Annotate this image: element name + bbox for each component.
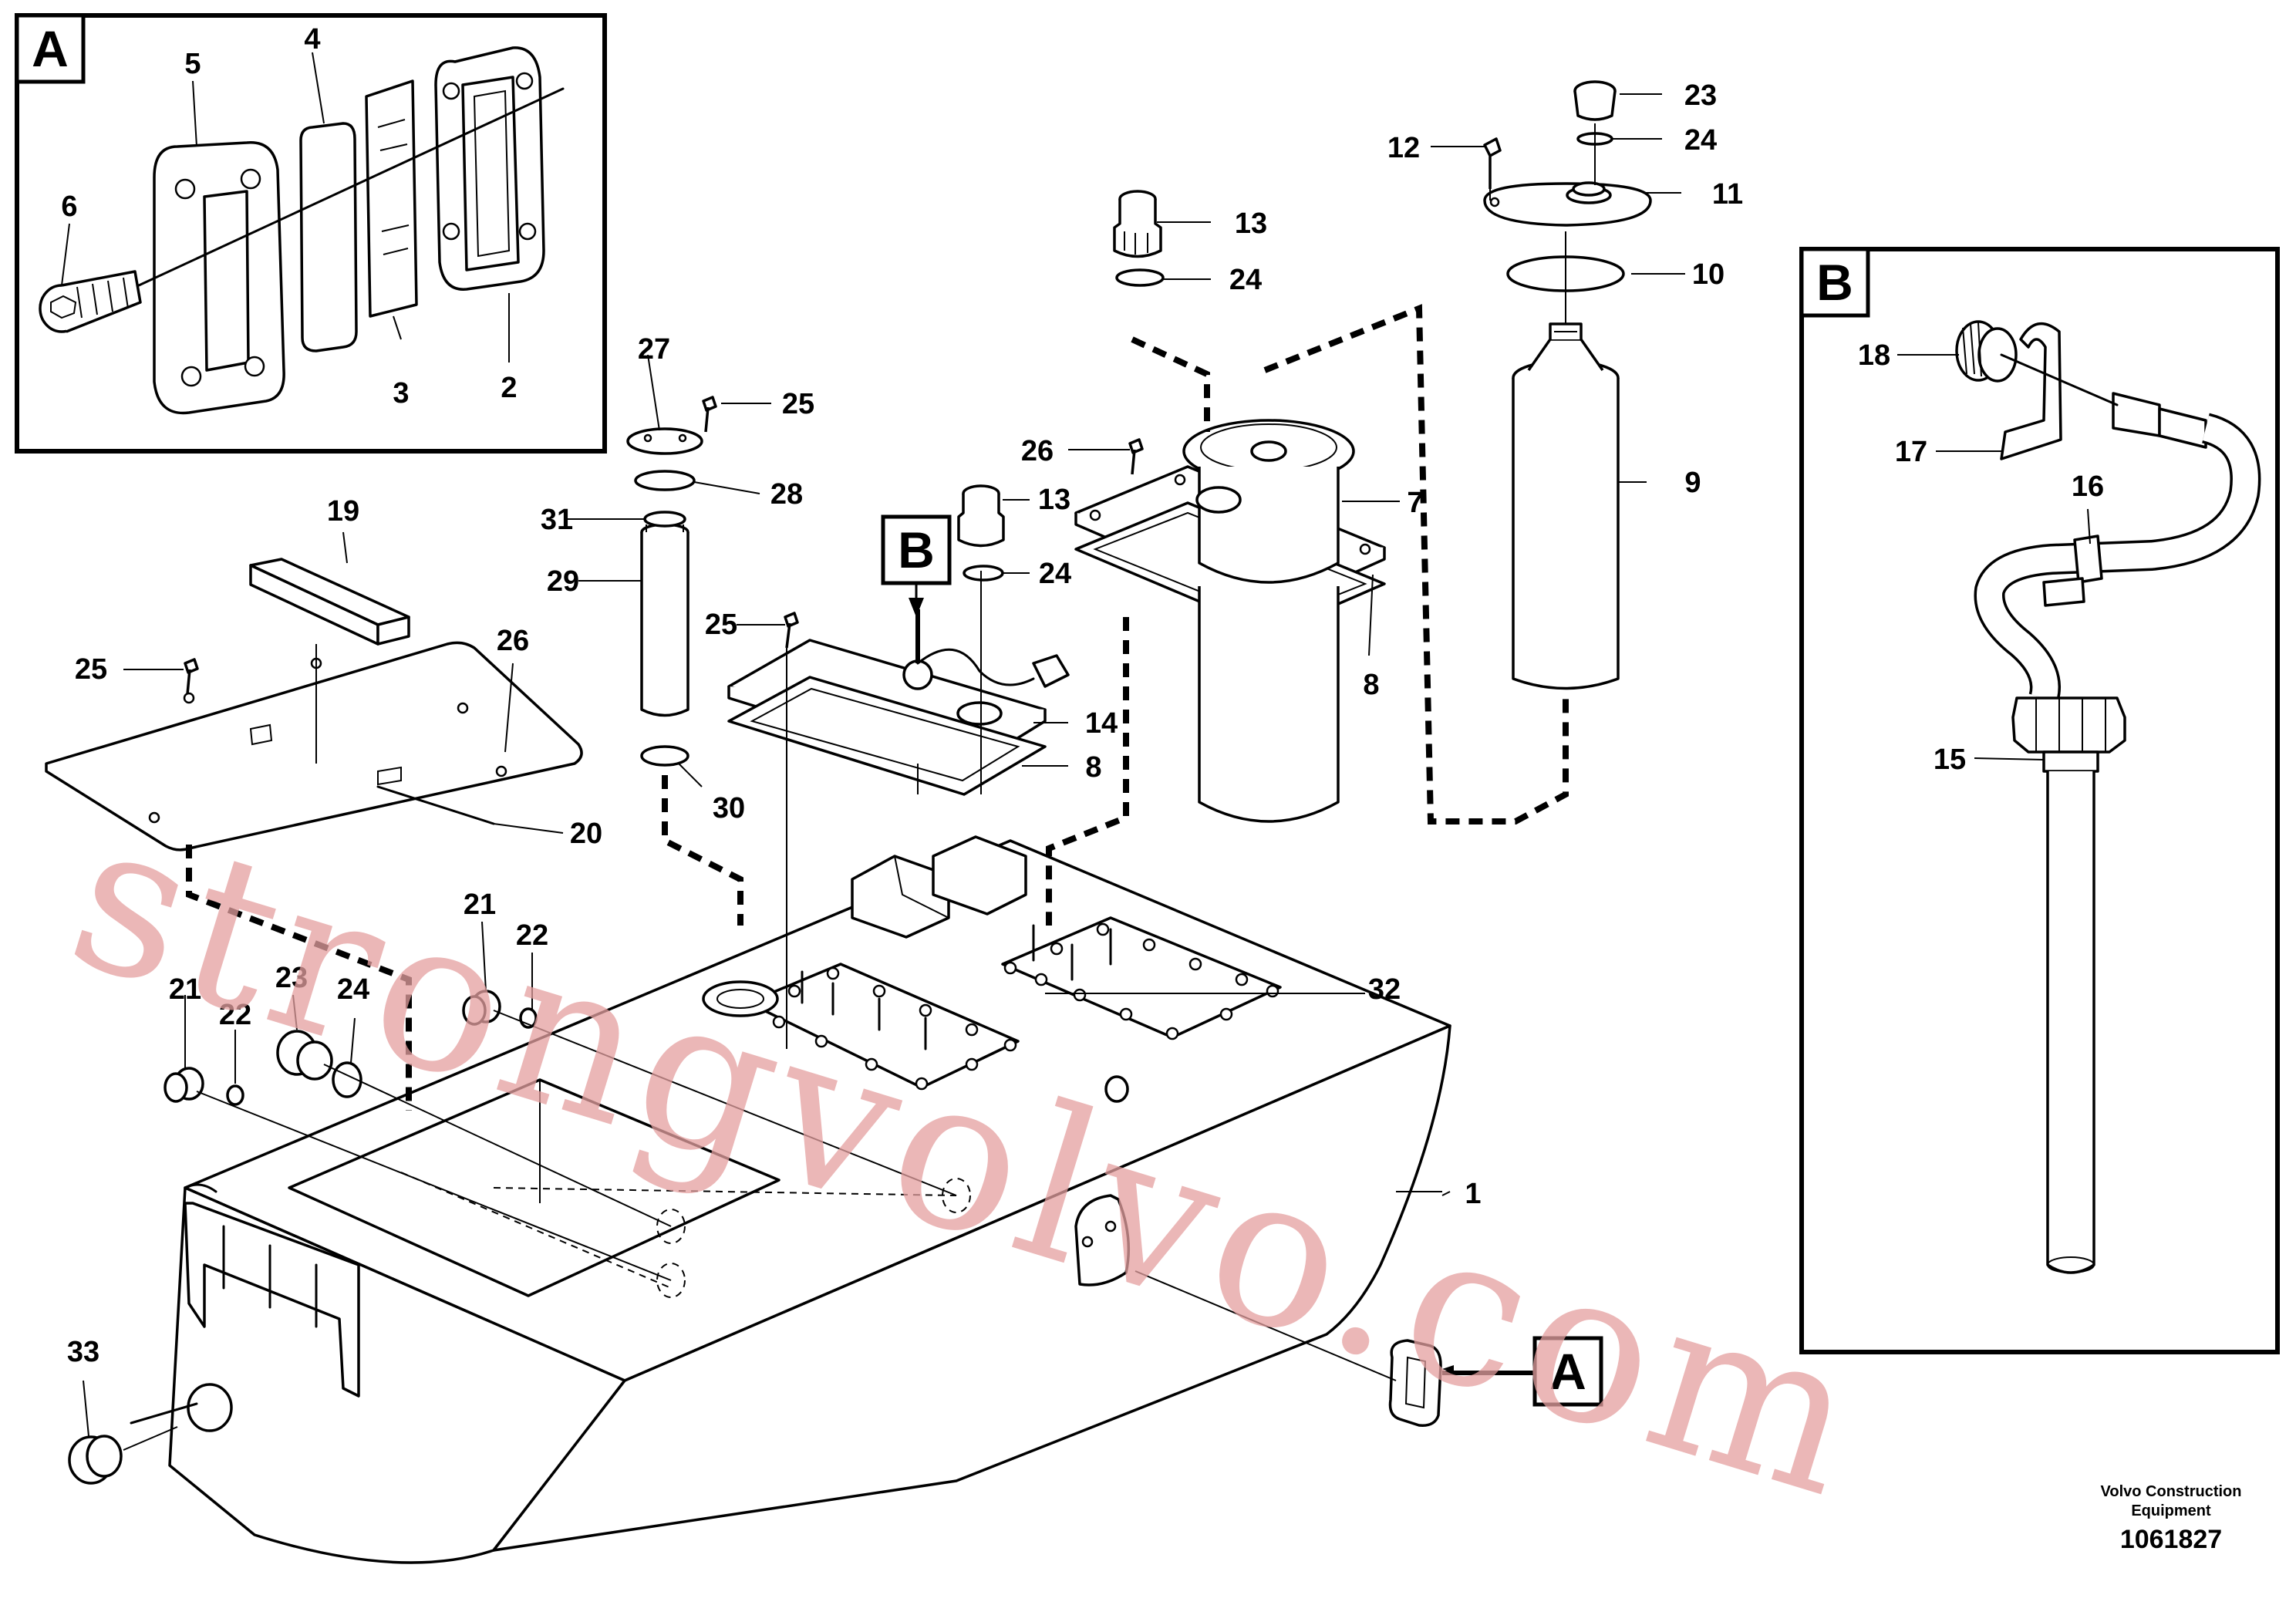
callout-25-middle: 25	[705, 609, 737, 641]
callout-26-upper: 26	[1021, 435, 1054, 467]
footer-drawing-number: 1061827	[2120, 1525, 2222, 1554]
callout-9: 9	[1684, 467, 1701, 499]
callout-11: 11	[1712, 178, 1743, 211]
callout-20: 20	[570, 818, 602, 850]
marker-a-label: A	[1549, 1343, 1586, 1400]
sight-glass-assembly	[1388, 1339, 1442, 1427]
callout-7: 7	[1407, 487, 1423, 519]
callout-15: 15	[1934, 744, 1966, 776]
footer-company-line1: Volvo Construction	[2101, 1483, 2242, 1500]
callout-27: 27	[638, 333, 670, 366]
callout-13-lower: 13	[1038, 484, 1070, 516]
footer-company-line2: Equipment	[2131, 1502, 2211, 1519]
label-plate-part-3	[365, 79, 418, 318]
cover-part-27	[626, 427, 703, 455]
callout-32: 32	[1368, 973, 1401, 1006]
callout-16: 16	[2072, 470, 2104, 503]
callout-14: 14	[1085, 707, 1118, 740]
callout-13-top: 13	[1235, 207, 1267, 240]
callout-29: 29	[547, 565, 579, 598]
callout-24-lower-filler: 24	[1039, 558, 1071, 590]
leader-lines	[83, 93, 1685, 1437]
callout-3: 3	[393, 377, 409, 410]
gasket-part-22-lower	[226, 1084, 244, 1106]
callout-28: 28	[770, 478, 803, 511]
callout-21-lower: 21	[169, 973, 201, 1006]
cover-part-5	[153, 141, 285, 415]
filter-housing-part-7	[1074, 419, 1386, 823]
callout-23-lower: 23	[275, 962, 308, 994]
callout-5: 5	[184, 48, 201, 80]
inset-a-label: A	[32, 20, 69, 77]
drawing-footer: Volvo Construction Equipment 1061827	[2101, 1483, 2242, 1554]
breather-part-13-lower	[957, 484, 1005, 548]
bolt-part-6	[39, 270, 142, 333]
breather-part-13-top	[1113, 190, 1162, 258]
gasket-part-4	[299, 122, 358, 352]
callout-21-upper: 21	[464, 889, 496, 921]
callout-25-left: 25	[75, 653, 107, 686]
callout-31: 31	[541, 504, 573, 536]
callout-10: 10	[1692, 258, 1725, 291]
cap-part-23-top	[1573, 80, 1617, 121]
cap-part-18	[1955, 320, 2018, 383]
callout-8-lower: 8	[1085, 751, 1101, 784]
cover-plate-part-11	[1483, 181, 1652, 227]
flange-bolt-holes	[749, 922, 1279, 1091]
filter-part-29	[640, 523, 689, 717]
callout-6: 6	[61, 191, 77, 223]
marker-a: A	[1442, 1336, 1603, 1407]
callout-2: 2	[501, 372, 517, 404]
plug-part-23-lower	[276, 1030, 333, 1081]
callout-23-top: 23	[1684, 79, 1717, 112]
callout-25-top: 25	[782, 388, 814, 420]
marker-b: B	[881, 514, 952, 617]
plug-part-21-upper	[462, 990, 501, 1026]
gasket-part-31	[643, 511, 686, 528]
plug-part-21-lower	[164, 1067, 204, 1103]
bracket-part-17	[2000, 322, 2062, 460]
filter-element-part-9	[1512, 322, 1620, 690]
plug-part-33	[68, 1435, 123, 1485]
callout-22-upper: 22	[516, 919, 548, 952]
gasket-part-28	[634, 470, 696, 491]
callout-17: 17	[1895, 436, 1927, 468]
callout-4: 4	[304, 23, 320, 56]
frame-part-2	[434, 46, 545, 291]
callout-24-lower: 24	[337, 973, 369, 1006]
callout-22-lower: 22	[219, 999, 251, 1031]
callout-30: 30	[713, 792, 745, 824]
cover-plate-part-14	[727, 639, 1070, 796]
cover-plate-part-26	[45, 641, 583, 851]
callout-24-filler: 24	[1229, 264, 1262, 296]
inset-b: B	[1799, 247, 2280, 1354]
callout-8-upper: 8	[1363, 669, 1379, 701]
beam-part-19	[249, 558, 410, 646]
callout-24-top: 24	[1684, 124, 1717, 157]
callout-33: 33	[67, 1336, 99, 1368]
callout-12: 12	[1387, 132, 1420, 164]
callout-26-left: 26	[497, 625, 529, 657]
pipe-part-15	[2011, 696, 2126, 1274]
tank-part-1	[130, 835, 1451, 1564]
callout-18: 18	[1858, 339, 1890, 372]
callout-labels: 5 4 6 3 2 23 24 12 11 10 9 13 24 7 8 26 …	[61, 23, 2104, 1368]
marker-b-label: B	[898, 521, 935, 578]
clamp-part-16	[2042, 534, 2103, 607]
inset-a: A	[15, 13, 607, 454]
callout-19: 19	[327, 495, 359, 528]
inset-b-label: B	[1816, 254, 1853, 311]
gasket-part-30	[640, 745, 689, 767]
callout-1: 1	[1465, 1178, 1481, 1210]
